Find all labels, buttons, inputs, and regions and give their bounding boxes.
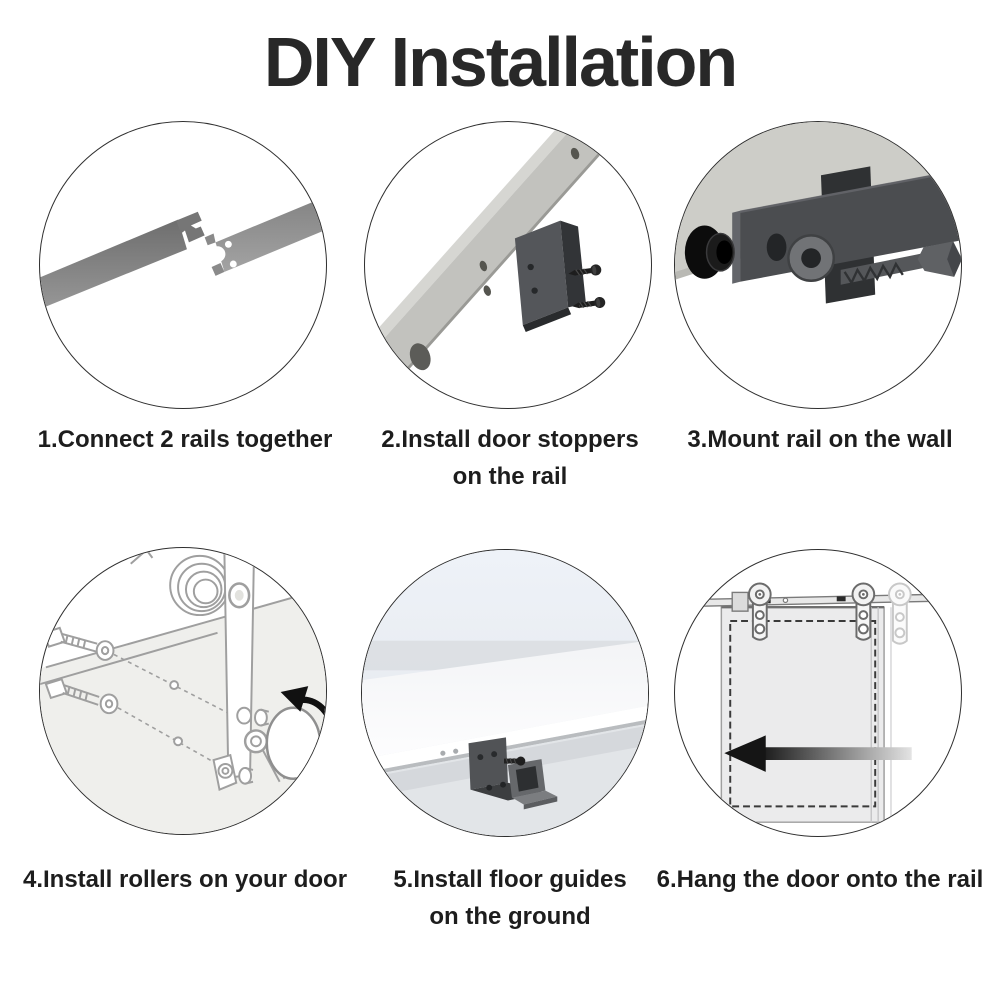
step-2-caption-line2: on the rail	[452, 463, 568, 490]
roller-wheel	[169, 554, 231, 617]
step-5-circle	[361, 549, 649, 837]
step-6-caption: 6.Hang the door onto the rail	[650, 861, 990, 898]
left-rail	[40, 211, 205, 309]
hang-door-on-rail-illustration	[701, 582, 935, 823]
step-5-caption: 5.Install floor guides on the ground	[340, 861, 680, 935]
floor-guide-bracket	[468, 737, 558, 810]
hex-bolt	[42, 626, 115, 661]
step-6-circle	[674, 549, 962, 837]
hex-bolt	[44, 677, 119, 715]
step-1-caption-line1: 1.Connect 2 rails together	[37, 426, 333, 453]
roller-hanger	[747, 582, 772, 641]
roller-hanger	[851, 582, 876, 641]
step-3-caption: 3.Mount rail on the wall	[650, 421, 990, 458]
door-corner-line	[130, 548, 154, 565]
washer	[787, 234, 836, 283]
connect-rails-illustration	[40, 196, 326, 309]
lag-screw	[840, 241, 961, 286]
step-2-caption-line1: 2.Install door stoppers	[381, 426, 639, 453]
right-rail	[204, 196, 326, 276]
install-rollers-illustration	[40, 548, 326, 834]
step-3-caption-line1: 3.Mount rail on the wall	[687, 426, 953, 453]
slide-direction-arrow	[724, 735, 912, 772]
wrench-ring	[265, 706, 322, 781]
step-4-circle	[39, 547, 327, 835]
guide-screw	[504, 756, 526, 766]
step-2-circle	[364, 121, 652, 409]
strap-fasteners	[212, 706, 270, 791]
rail-bar	[365, 122, 625, 403]
step-3-circle	[674, 121, 962, 409]
spacer	[684, 225, 735, 279]
mount-rail-on-wall-illustration	[675, 122, 961, 304]
step-4-caption: 4.Install rollers on your door	[15, 861, 355, 898]
step-1-circle	[39, 121, 327, 409]
page-title: DIY Installation	[263, 23, 738, 101]
ghost-roller-hanger	[888, 582, 912, 645]
step-4-caption-line1: 4.Install rollers on your door	[22, 866, 348, 893]
install-door-stoppers-illustration	[365, 122, 625, 403]
stopper-screws	[568, 264, 606, 309]
step-6-caption-line1: 6.Hang the door onto the rail	[656, 866, 984, 893]
dashed-door-outline	[729, 620, 877, 808]
install-floor-guides-illustration	[362, 550, 648, 836]
step-5-caption-line1: 5.Install floor guides	[393, 866, 627, 893]
step-5-caption-line2: on the ground	[429, 903, 591, 930]
step-1-caption: 1.Connect 2 rails together	[15, 421, 355, 458]
step-2-caption: 2.Install door stoppers on the rail	[340, 421, 680, 495]
door-stopper-bracket	[514, 220, 586, 333]
